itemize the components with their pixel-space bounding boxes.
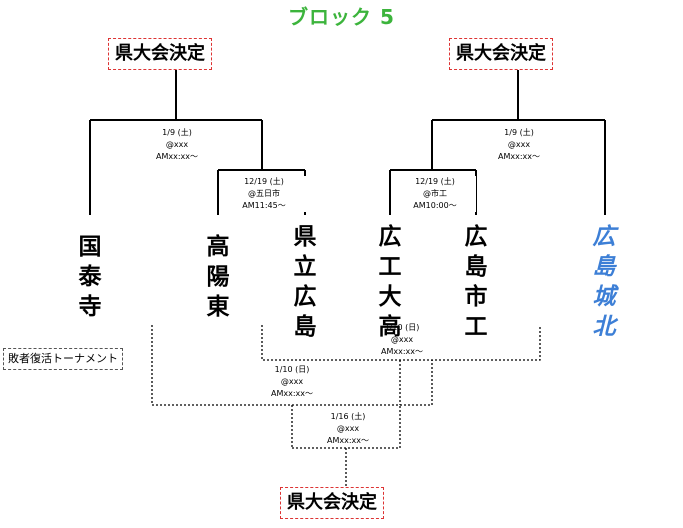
match-time: AM11:45〜 xyxy=(242,201,286,210)
team-name-char: 高 xyxy=(206,234,230,260)
team-name-char: 島 xyxy=(592,254,616,280)
team-6: 広島城北 xyxy=(584,222,624,342)
match-venue: @xxx xyxy=(336,424,360,433)
team-name-char: 大 xyxy=(378,284,402,310)
team-name-char: 高 xyxy=(378,314,402,340)
match-repechage-2: 1/10 (日) @xxx AMxx:xx〜 xyxy=(254,364,330,400)
match-time: AMxx:xx〜 xyxy=(155,152,198,161)
team-name-char: 城 xyxy=(592,284,616,310)
match-date: 1/16 (土) xyxy=(330,412,366,421)
team-name-char: 市 xyxy=(464,284,488,310)
match-right-semi: 12/19 (土) @市工 AM10:00〜 xyxy=(394,176,476,212)
match-time: AM10:00〜 xyxy=(413,201,457,210)
team-name-char: 広 xyxy=(464,224,488,250)
repechage-label: 敗者復活トーナメント xyxy=(3,348,123,370)
team-name-char: 国 xyxy=(78,234,102,260)
team-name-char: 広 xyxy=(592,224,616,250)
match-date: 1/9 (土) xyxy=(162,128,192,137)
match-right-final: 1/9 (土) @xxx AMxx:xx〜 xyxy=(478,127,560,163)
match-venue: @xxx xyxy=(165,140,189,149)
match-left-final: 1/9 (土) @xxx AMxx:xx〜 xyxy=(136,127,218,163)
match-repechage-1: 1/10 (日) @xxx AMxx:xx〜 xyxy=(364,322,440,358)
team-2: 高陽東 xyxy=(198,232,238,322)
qualify-badge-right: 県大会決定 xyxy=(449,38,553,70)
team-name-char: 陽 xyxy=(206,264,230,290)
match-time: AMxx:xx〜 xyxy=(380,347,423,356)
match-date: 12/19 (土) xyxy=(244,177,284,186)
team-name-char: 島 xyxy=(464,254,488,280)
match-venue: @xxx xyxy=(507,140,531,149)
qualify-badge-left: 県大会決定 xyxy=(108,38,212,70)
team-name-char: 広 xyxy=(293,284,317,310)
team-3: 県立広島 xyxy=(285,222,325,342)
match-venue: @xxx xyxy=(390,335,414,344)
match-time: AMxx:xx〜 xyxy=(497,152,540,161)
team-name-char: 東 xyxy=(206,294,230,320)
match-date: 1/10 (日) xyxy=(384,323,420,332)
team-name-char: 県 xyxy=(293,224,317,250)
repechage-lines xyxy=(151,325,541,487)
team-name-char: 泰 xyxy=(78,264,102,290)
team-name-char: 島 xyxy=(293,314,317,340)
team-5: 広島市工 xyxy=(456,222,496,342)
match-venue: @五日市 xyxy=(248,189,280,198)
team-name-char: 広 xyxy=(378,224,402,250)
team-name-char: 立 xyxy=(293,254,317,280)
match-time: AMxx:xx〜 xyxy=(326,436,369,445)
match-date: 12/19 (土) xyxy=(415,177,455,186)
winners-bracket-lines xyxy=(89,70,606,215)
block-title: ブロック 5 xyxy=(288,5,395,29)
match-venue: @市工 xyxy=(423,189,447,198)
match-venue: @xxx xyxy=(280,377,304,386)
team-name-char: 工 xyxy=(464,314,488,340)
match-time: AMxx:xx〜 xyxy=(270,389,313,398)
match-repechage-3: 1/16 (土) @xxx AMxx:xx〜 xyxy=(310,411,386,447)
rep-r1-bracket xyxy=(261,325,541,361)
match-date: 1/10 (日) xyxy=(274,365,310,374)
qualify-badge-repechage: 県大会決定 xyxy=(280,487,384,519)
match-date: 1/9 (土) xyxy=(504,128,534,137)
match-left-semi: 12/19 (土) @五日市 AM11:45〜 xyxy=(222,176,306,212)
team-4: 広工大高 xyxy=(370,222,410,342)
team-name-char: 工 xyxy=(378,254,402,280)
team-name-char: 寺 xyxy=(78,294,102,320)
team-name-char: 北 xyxy=(592,314,616,340)
rep-r3-bracket xyxy=(292,405,401,449)
team-1: 国泰寺 xyxy=(70,232,110,322)
